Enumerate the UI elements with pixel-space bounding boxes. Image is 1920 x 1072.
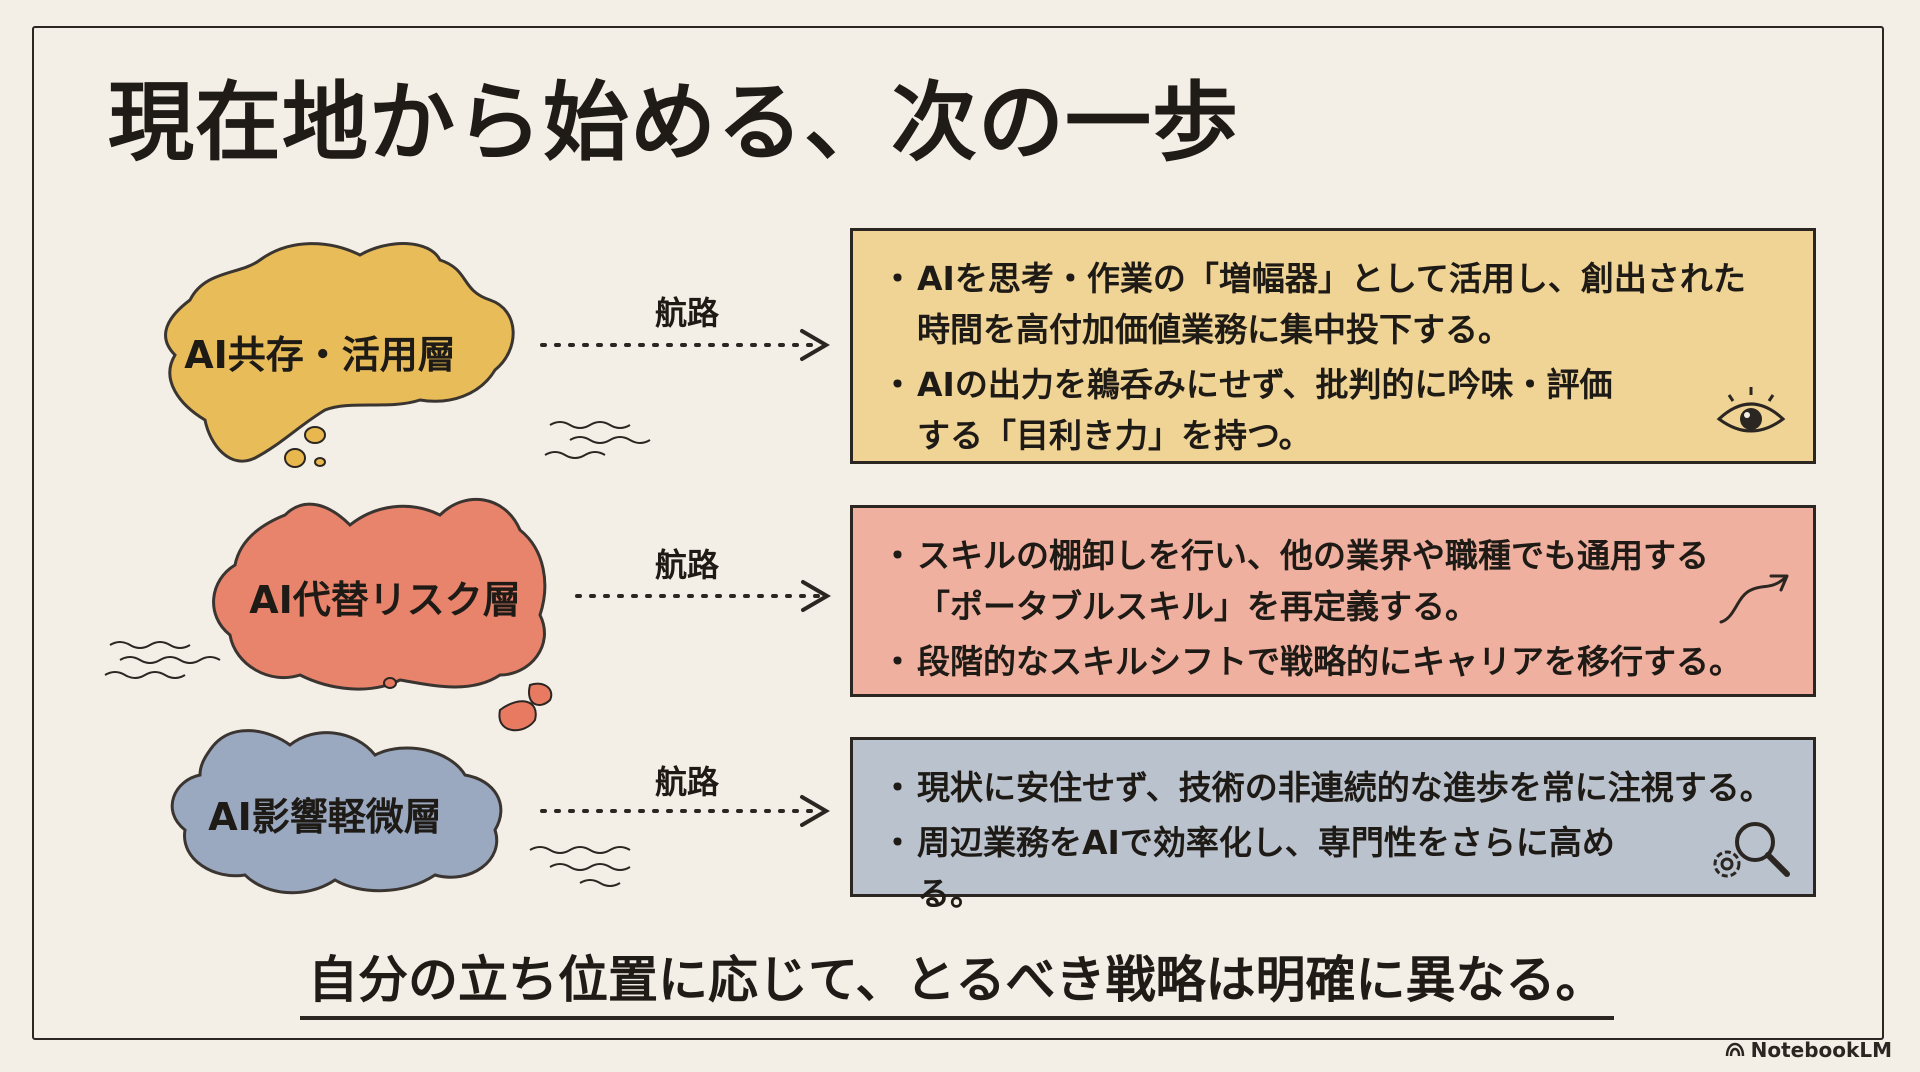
brand-watermark: NotebookLM: [1725, 1038, 1892, 1062]
route-label-2: 航路: [655, 546, 720, 584]
bullet-item: AIを思考・作業の「増幅器」として活用し、創出された時間を高付加価値業務に集中投…: [881, 253, 1783, 355]
layer-label-coexist: AI共存・活用層: [184, 333, 456, 377]
layer-label-minor: AI影響軽微層: [208, 795, 442, 839]
wave-decoration-2: [104, 641, 221, 679]
brand-label: NotebookLM: [1750, 1038, 1892, 1062]
wave-decoration-1: [544, 421, 651, 459]
strategy-card-coexist: AIを思考・作業の「増幅器」として活用し、創出された時間を高付加価値業務に集中投…: [850, 228, 1816, 464]
dotted-arrow-3: [540, 795, 830, 827]
gear-magnifier-icon: [1713, 822, 1790, 878]
route-label-3: 航路: [655, 763, 720, 801]
strategy-card-risk: スキルの棚卸しを行い、他の業界や職種でも通用する「ポータブルスキル」を再定義する…: [850, 505, 1816, 697]
dotted-arrow-2: [575, 580, 831, 612]
strategy-card-minor: 現状に安住せず、技術の非連続的な進歩を常に注視する。 周辺業務をAIで効率化し、…: [850, 737, 1816, 913]
bullet-item: 周辺業務をAIで効率化し、専門性をさらに高める。: [881, 817, 1783, 919]
bullet-item: 段階的なスキルシフトで戦略的にキャリアを移行する。: [881, 636, 1783, 687]
layer-blob-risk: AI代替リスク層: [200, 485, 580, 735]
notebooklm-logo-icon: [1725, 1042, 1744, 1057]
layer-blob-coexist: AI共存・活用層: [150, 230, 530, 480]
bullet-item: AIの出力を鵜呑みにせず、批判的に吟味・評価する「目利き力」を持つ。: [881, 359, 1783, 461]
dotted-arrow-1: [540, 329, 830, 361]
route-label-1: 航路: [655, 294, 720, 332]
layer-blob-minor: AI影響軽微層: [160, 710, 520, 910]
wave-decoration-3: [529, 846, 631, 887]
conclusion-text: 自分の立ち位置に応じて、とるべき戦略は明確に異なる。: [300, 940, 1614, 1020]
page-title: 現在地から始める、次の一歩: [108, 73, 1239, 173]
curved-arrow-icon: [1719, 574, 1789, 624]
bullet-item: スキルの棚卸しを行い、他の業界や職種でも通用する「ポータブルスキル」を再定義する…: [881, 530, 1783, 632]
layer-label-risk: AI代替リスク層: [249, 578, 521, 622]
bullet-item: 現状に安住せず、技術の非連続的な進歩を常に注視する。: [881, 762, 1783, 813]
eye-icon: [1716, 387, 1786, 433]
slide-frame: [32, 26, 1884, 1040]
